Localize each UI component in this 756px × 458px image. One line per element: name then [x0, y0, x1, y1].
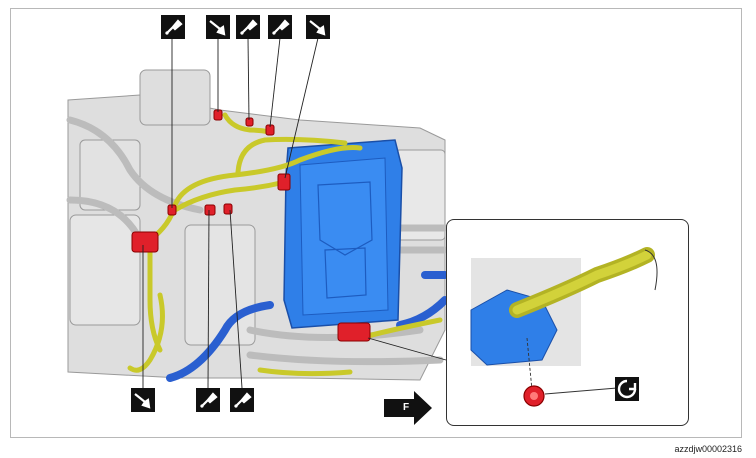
disconnect-clamp-icon [196, 388, 220, 412]
wire-harness [127, 112, 443, 377]
detail-inset [446, 219, 689, 426]
red-clamps [131, 109, 371, 342]
connect-clamp-icon [206, 15, 230, 39]
disconnect-clamp-icon [161, 15, 185, 39]
connect-clamp-icon [131, 388, 155, 412]
figure-code: azzdjw00002316 [674, 444, 742, 454]
disconnect-clamp-icon [236, 15, 260, 39]
remove-bolt-icon [615, 377, 639, 401]
coolant-pipes [66, 116, 449, 366]
bolt-detail-illustration [470, 247, 658, 407]
disconnect-clamp-icon [230, 388, 254, 412]
disconnect-clamp-icon [268, 15, 292, 39]
forward-arrow-icon [384, 391, 432, 425]
connect-clamp-icon [306, 15, 330, 39]
blue-hoses [166, 271, 449, 382]
inverter-unit [283, 139, 403, 329]
forward-label: F [402, 402, 410, 413]
leader-lines [142, 37, 447, 389]
